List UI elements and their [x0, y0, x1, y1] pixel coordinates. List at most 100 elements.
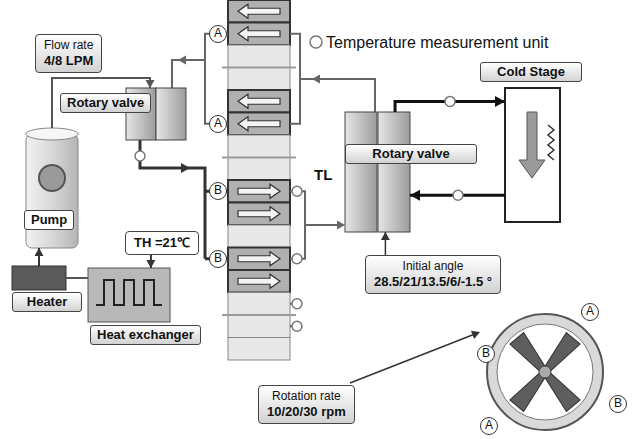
pump-symbol [39, 165, 65, 191]
temperature-sensor [292, 299, 302, 309]
callout-letter: B [477, 345, 495, 363]
flow-arrow [238, 27, 280, 41]
pump-symbol [26, 134, 78, 248]
flow-arrow [238, 117, 280, 131]
regenerator-cell [228, 68, 290, 91]
arrowhead [410, 190, 420, 201]
arrowhead [146, 260, 155, 268]
temperature-sensor [445, 96, 455, 106]
arrowhead [146, 80, 155, 88]
flow-cell [228, 23, 290, 46]
cold-stage-symbol [519, 112, 545, 178]
rotary-valve: Rotary valve [126, 88, 186, 140]
rotary-valve-symbol [156, 88, 186, 140]
flow-cell [228, 90, 290, 113]
flow-connector [381, 232, 390, 255]
legend-swatch [310, 36, 322, 48]
pump-symbol [26, 128, 78, 248]
flow-cell [228, 248, 290, 271]
rotary-valve-wheel [487, 314, 603, 430]
regenerator-cell [228, 135, 290, 158]
rotary-valve-wheel [539, 366, 551, 378]
hot-return-pipe [172, 60, 205, 88]
callout-letter: A [480, 417, 498, 435]
node-label: Cold Stage [480, 62, 582, 82]
flow-arrow [238, 4, 280, 18]
flow-connector [395, 96, 505, 112]
regenerator-cell [228, 225, 290, 248]
temperature-symbol: TL [312, 166, 334, 184]
node-label: Heater [12, 292, 82, 312]
heater-block [12, 266, 66, 290]
node-label: Rotary valve [60, 93, 151, 113]
flow-connector [52, 78, 155, 128]
flow-cell [228, 0, 290, 23]
callout-letter: B [209, 250, 227, 268]
callout-letter: B [209, 182, 227, 200]
regenerator-cell [228, 315, 290, 338]
divider-line [222, 67, 296, 69]
heat-exchanger-symbol [88, 268, 170, 322]
callout-box: Initial angle28.5/21/13.5/6/-1.5 ° [365, 255, 501, 294]
connector-line [66, 277, 88, 279]
rotary-valve-symbol [378, 112, 410, 232]
arrowhead [495, 96, 505, 107]
cold-pipe [290, 191, 305, 259]
flow-arrow [238, 252, 280, 266]
flow-cell [228, 180, 290, 203]
heater: Heater [12, 266, 66, 290]
regenerator-cell [228, 158, 290, 181]
temperature-sensor [135, 151, 145, 161]
divider-line [222, 68, 296, 316]
arrowhead [35, 248, 44, 256]
callout-box: Rotation rate10/20/30 rpm [258, 385, 355, 424]
flow-arrow [238, 274, 280, 288]
flow-cell [228, 270, 290, 293]
flow-arrowhead [181, 163, 190, 173]
temperature-sensor [453, 190, 463, 200]
node-label: Pump [24, 210, 74, 230]
cold-pipe [300, 79, 375, 112]
flow-arrow [238, 207, 280, 221]
heat-exchanger-symbol [88, 268, 170, 322]
cold-pipe [290, 34, 300, 124]
divider-line [222, 157, 296, 159]
node-label: Rotary valve [345, 144, 477, 164]
temperature-sensor [292, 186, 302, 196]
flow-arrowhead [312, 75, 320, 84]
regenerator-cell [228, 293, 290, 316]
flow-cell [228, 113, 290, 136]
regenerator-cell [228, 45, 290, 68]
flow-connector [410, 190, 505, 201]
cold-stage: Cold Stage [505, 88, 560, 222]
node-label: Rotation rate [267, 389, 346, 404]
leader-arrow [350, 331, 480, 383]
cold-stage-symbol [505, 88, 560, 222]
temperature-box: TH =21℃ [125, 231, 199, 255]
flow-cell [228, 203, 290, 226]
flow-connector [35, 248, 44, 266]
rotary-valve-symbol [345, 112, 377, 232]
leader-arrow [350, 335, 473, 383]
callout-letter: A [209, 115, 227, 133]
cold-pipe [305, 224, 338, 226]
heat-exchanger-symbol [96, 280, 162, 305]
callout-letter: B [609, 395, 627, 413]
callout-letter: A [581, 303, 599, 321]
temperature-sensor [292, 321, 302, 331]
cold-stage-symbol [505, 88, 560, 222]
rotary-valve-wheel [487, 314, 603, 430]
arrowhead [381, 232, 390, 240]
callout-letter: A [209, 25, 227, 43]
regenerator-cell [228, 338, 290, 361]
leader-arrow [471, 331, 480, 339]
heat-exchanger: Heat exchanger [88, 268, 170, 322]
node-label: Flow rate [44, 38, 93, 53]
flow-arrowhead [178, 56, 186, 65]
cold-stage-symbol [548, 125, 554, 160]
flow-arrow [238, 94, 280, 108]
flow-connector [146, 255, 155, 268]
node-label: Heat exchanger [90, 325, 201, 345]
pump: Pump [26, 128, 78, 248]
